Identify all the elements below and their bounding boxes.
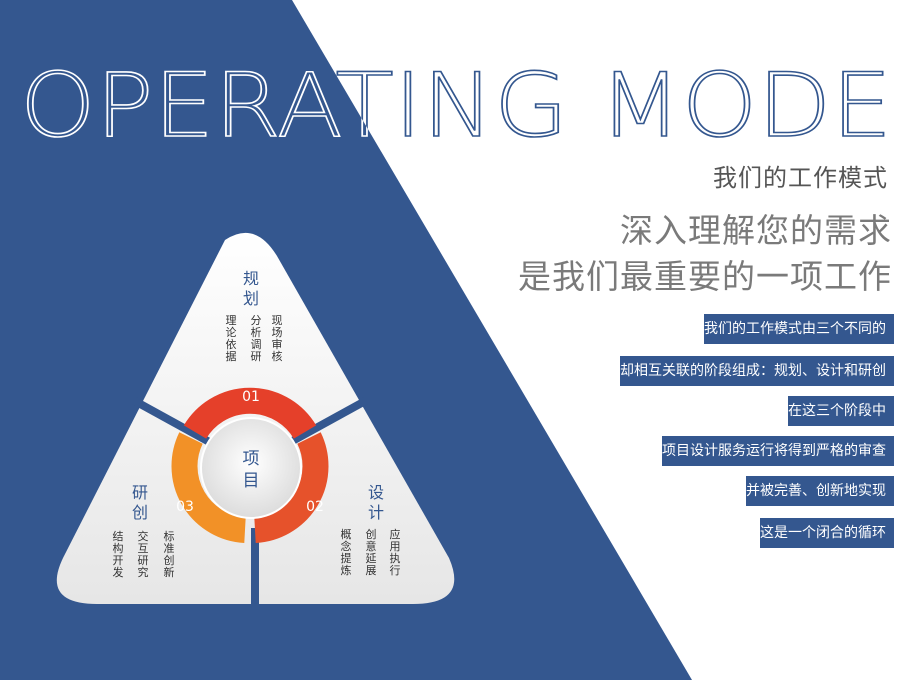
- center-label-1: 项: [243, 449, 260, 469]
- center-label-2: 目: [243, 471, 260, 491]
- svg-text:依: 依: [226, 338, 237, 351]
- svg-text:核: 核: [272, 349, 283, 363]
- plan-label-text: 规划: [243, 269, 259, 308]
- svg-text:研: 研: [251, 350, 262, 363]
- description-bar: 并被完善、创新地实现: [746, 476, 894, 506]
- segment-number-01: 01: [242, 389, 260, 405]
- svg-text:应: 应: [390, 527, 401, 541]
- svg-text:标: 标: [164, 529, 175, 543]
- ring-segment-03: [171, 432, 247, 543]
- separator-right: [285, 396, 369, 448]
- ring-segment-01: [183, 387, 317, 440]
- svg-text:据: 据: [226, 349, 237, 363]
- svg-text:炼: 炼: [341, 563, 352, 577]
- svg-text:创: 创: [164, 554, 175, 567]
- research-label: 研创: [132, 483, 148, 522]
- svg-text:理: 理: [226, 314, 237, 327]
- research-label-text: 研创: [132, 483, 148, 522]
- svg-text:准: 准: [164, 542, 175, 555]
- svg-text:调: 调: [251, 338, 262, 351]
- svg-text:提: 提: [341, 552, 352, 565]
- svg-text:构: 构: [113, 541, 124, 555]
- svg-text:执: 执: [390, 551, 401, 565]
- svg-text:用: 用: [390, 540, 401, 553]
- description-bar: 我们的工作模式由三个不同的: [704, 314, 894, 344]
- svg-text:创: 创: [132, 503, 148, 522]
- design-label: 设计: [368, 483, 384, 522]
- description-bar: 却相互关联的阶段组成：规划、设计和研创: [620, 356, 894, 386]
- svg-text:概: 概: [341, 528, 352, 541]
- svg-text:意: 意: [366, 539, 377, 553]
- svg-text:分: 分: [251, 314, 262, 327]
- svg-text:究: 究: [138, 565, 149, 579]
- svg-text:发: 发: [113, 565, 124, 579]
- svg-text:新: 新: [164, 565, 175, 579]
- svg-text:开: 开: [113, 554, 124, 567]
- description-bar: 项目设计服务运行将得到严格的审查: [662, 436, 894, 466]
- description-bar: 在这三个阶段中: [788, 396, 894, 426]
- headline-line-1: 深入理解您的需求: [620, 211, 892, 250]
- svg-text:计: 计: [368, 503, 384, 522]
- svg-text:结: 结: [113, 530, 124, 543]
- svg-text:场: 场: [272, 325, 283, 339]
- page-title: OPERATING MODE OPERATING MODE: [0, 52, 900, 162]
- svg-text:行: 行: [390, 564, 401, 577]
- svg-text:创: 创: [366, 528, 377, 541]
- svg-text:论: 论: [226, 325, 237, 339]
- segment-number-03: 03: [176, 499, 194, 515]
- svg-text:延: 延: [366, 552, 377, 565]
- ring-segment-02: [253, 432, 329, 543]
- svg-text:析: 析: [251, 325, 262, 339]
- description-bar: 这是一个闭合的循环: [760, 518, 894, 548]
- separator-left: [131, 396, 215, 448]
- svg-text:审: 审: [272, 337, 283, 351]
- svg-text:研: 研: [138, 554, 149, 567]
- center-disk: [200, 417, 302, 519]
- svg-text:设: 设: [368, 483, 384, 502]
- svg-text:展: 展: [366, 564, 377, 577]
- design-label-text: 设计: [368, 483, 384, 522]
- svg-text:交: 交: [138, 529, 149, 543]
- svg-text:互: 互: [138, 542, 149, 555]
- segment-number-02: 02: [306, 499, 324, 515]
- plan-label: 规划: [243, 269, 259, 308]
- headline-line-2: 是我们最重要的一项工作: [518, 257, 892, 296]
- title-text-navy: OPERATING MODE: [20, 54, 892, 157]
- svg-text:念: 念: [341, 539, 352, 553]
- svg-text:研: 研: [132, 483, 148, 502]
- svg-text:现: 现: [272, 314, 283, 327]
- svg-text:规: 规: [243, 269, 259, 288]
- subtitle: 我们的工作模式: [713, 164, 888, 192]
- svg-text:划: 划: [243, 289, 259, 308]
